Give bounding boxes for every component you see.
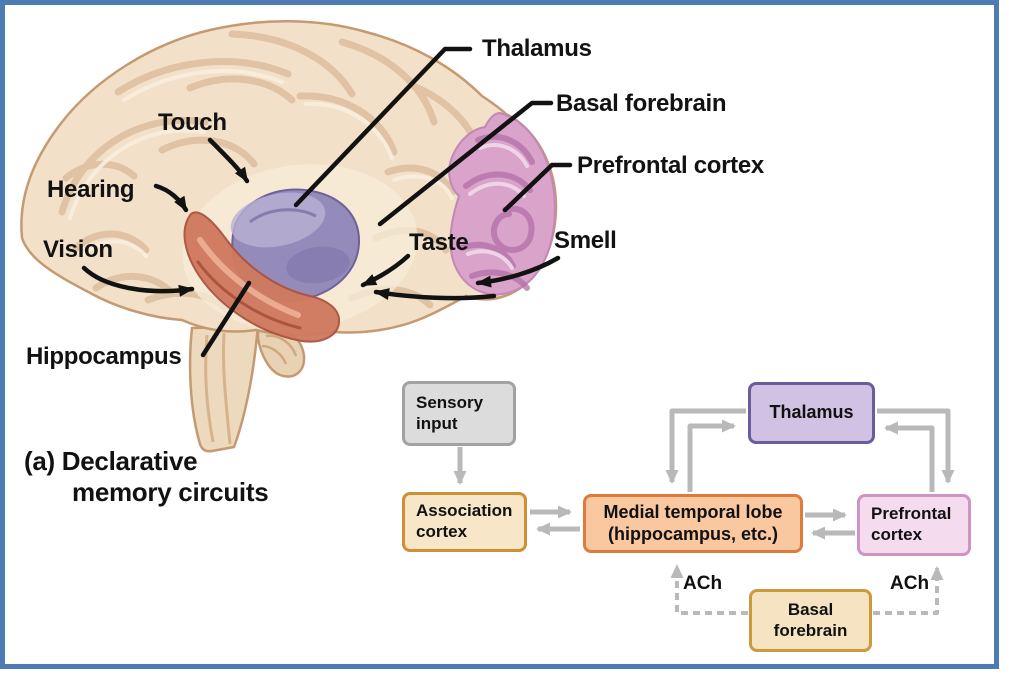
ach-label-left: ACh: [683, 573, 723, 594]
vision-arrow: [81, 265, 195, 297]
label-hearing: Hearing: [47, 176, 135, 203]
taste-arrow: [360, 253, 411, 288]
caption-line-2: memory circuits: [72, 477, 269, 507]
label-touch: Touch: [158, 109, 227, 136]
thalamus-pointer-line: [293, 46, 473, 208]
label-hippocampus: Hippocampus: [26, 343, 182, 370]
arrow-thalamus-to-prefrontal: [877, 408, 955, 484]
prefrontal-region: [448, 111, 556, 296]
flow-arrows: [453, 408, 955, 540]
node-basal-forebrain-line2: forebrain: [773, 620, 848, 640]
dashed-arrow-basal-to-mtl: [670, 564, 748, 615]
touch-arrow: [207, 137, 250, 184]
arrow-thalamus-to-mtl: [665, 408, 746, 484]
figure-caption: (a) Declarative memory circuits: [24, 446, 269, 508]
node-medial-temporal-lobe-line1: Medial temporal lobe: [603, 501, 783, 522]
basal-forebrain-pointer-line: [377, 100, 554, 227]
node-association-cortex-line2: cortex: [416, 522, 468, 541]
node-association-cortex-line1: Association: [416, 501, 513, 521]
label-thalamus: Thalamus: [482, 35, 592, 62]
node-basal-forebrain: Basal forebrain: [749, 589, 872, 652]
node-thalamus: Thalamus: [748, 382, 875, 444]
node-sensory-input: Sensory input: [402, 381, 516, 446]
node-association-cortex: Association cortex: [402, 492, 527, 552]
node-prefrontal-cortex-line1: Prefrontal: [871, 504, 952, 524]
dashed-arrow-basal-to-prefrontal: [873, 566, 944, 615]
node-sensory-input-line2: input: [416, 413, 458, 433]
cortex-gyri-highlights: [68, 69, 454, 258]
label-vision: Vision: [43, 236, 113, 263]
hearing-arrow: [153, 183, 189, 213]
node-sensory-input-line1: Sensory: [416, 392, 484, 412]
brain-illustration: [20, 19, 558, 453]
label-pointers: [81, 46, 573, 358]
node-prefrontal-cortex-line2: cortex: [871, 525, 923, 544]
label-prefrontal-cortex: Prefrontal cortex: [577, 152, 764, 179]
ach-label-right: ACh: [890, 573, 930, 594]
smell-arrow-2: [373, 288, 497, 301]
node-medial-temporal-lobe: Medial temporal lobe (hippocampus, etc.): [583, 494, 803, 553]
caption-line-1: (a) Declarative: [24, 446, 198, 476]
smell-arrow: [475, 255, 561, 288]
node-medial-temporal-lobe-line2: (hippocampus, etc.): [607, 523, 778, 544]
hippocampus-pointer-line: [200, 280, 252, 358]
node-thalamus-line1: Thalamus: [769, 402, 854, 423]
arrow-mtl-to-thalamus: [687, 419, 736, 492]
label-taste: Taste: [409, 229, 469, 256]
label-smell: Smell: [554, 227, 617, 254]
ach-dashed-arrows: [670, 564, 944, 615]
node-prefrontal-cortex: Prefrontal cortex: [857, 494, 971, 556]
hippocampus-region: [183, 211, 341, 343]
prefrontal-pointer-line: [502, 162, 573, 213]
label-basal-forebrain: Basal forebrain: [556, 90, 727, 117]
arrow-prefrontal-to-thalamus: [884, 421, 935, 492]
node-basal-forebrain-line1: Basal: [787, 599, 834, 619]
